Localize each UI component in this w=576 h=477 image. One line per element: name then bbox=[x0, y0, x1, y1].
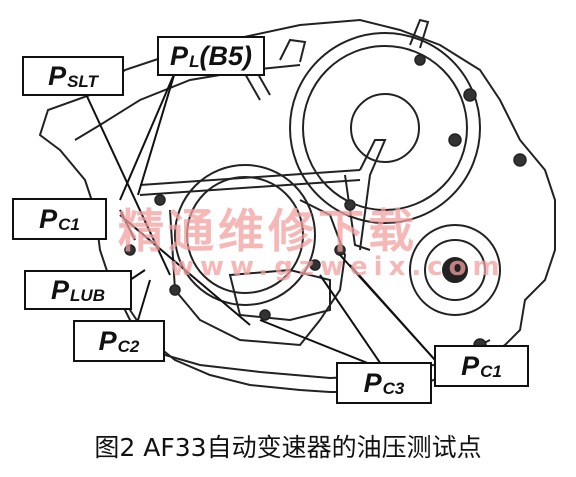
large-gear bbox=[289, 32, 481, 224]
leader-plub bbox=[129, 269, 146, 281]
middle-housing bbox=[174, 164, 316, 306]
leader-pl bbox=[119, 71, 176, 201]
leader-pc1-left bbox=[119, 209, 136, 241]
output-shaft bbox=[409, 224, 501, 316]
leader-pc3 bbox=[259, 319, 386, 371]
figure-caption: 图2 AF33自动变速器的油压测试点 bbox=[94, 433, 482, 462]
